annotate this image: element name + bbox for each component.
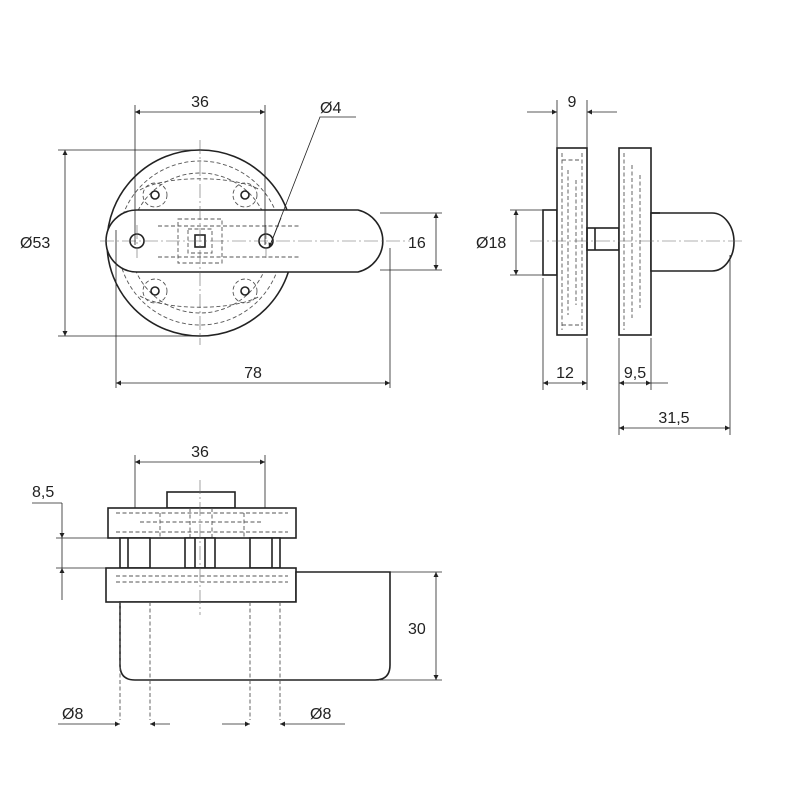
left-plate-hidden xyxy=(561,153,583,330)
dim-plate-8-5: 8,5 xyxy=(32,484,54,501)
left-stud xyxy=(119,537,151,569)
handle-hidden-edge xyxy=(158,225,300,258)
dim-left-diameter-8: Ø8 xyxy=(62,706,83,723)
bottom-plate xyxy=(105,567,297,603)
screw-hole xyxy=(150,286,160,296)
right-plate-hidden xyxy=(623,153,641,330)
screw-boss xyxy=(142,182,168,208)
leader-arrow xyxy=(268,217,282,249)
dim-left-12: 12 xyxy=(556,365,574,382)
dim-gap-9: 9 xyxy=(568,94,577,111)
screw-boss xyxy=(232,182,258,208)
top-cap xyxy=(166,491,236,509)
left-plate xyxy=(556,147,588,336)
left-knob-stub xyxy=(542,209,558,276)
handle-body xyxy=(119,571,391,681)
dim-total-31-5: 31,5 xyxy=(658,410,689,427)
screw-boss xyxy=(142,278,168,304)
dim-width-36: 36 xyxy=(191,94,209,111)
screw-hole xyxy=(240,286,250,296)
dim-diameter-53: Ø53 xyxy=(20,235,50,252)
dim-height-30: 30 xyxy=(408,621,426,638)
top-plate-hidden xyxy=(116,508,288,545)
dim-right-diameter-8: Ø8 xyxy=(310,706,331,723)
screw-hidden xyxy=(119,602,281,720)
screw-boss xyxy=(232,278,258,304)
side-view: 9 Ø18 12 9,5 31,5 xyxy=(476,94,745,435)
dim-right-9-5: 9,5 xyxy=(624,365,646,382)
dim-length-78: 78 xyxy=(244,365,262,382)
dim-spindle-18: Ø18 xyxy=(476,235,506,252)
bottom-plate-hidden xyxy=(116,575,288,583)
top-view: 36 Ø4 Ø53 16 78 xyxy=(20,94,442,388)
dim-handle-16: 16 xyxy=(408,235,426,252)
screw-hole xyxy=(240,190,250,200)
dim-hole-4: Ø4 xyxy=(320,100,341,117)
spindle xyxy=(586,227,620,251)
side-handle xyxy=(650,212,735,272)
hidden-arc xyxy=(139,178,261,191)
leader-hole xyxy=(268,116,356,249)
dim-width-36: 36 xyxy=(191,444,209,461)
screw-hole xyxy=(150,190,160,200)
front-view: 36 8,5 30 Ø8 Ø8 xyxy=(32,444,442,727)
right-stud xyxy=(249,537,281,569)
top-plate xyxy=(107,507,297,539)
